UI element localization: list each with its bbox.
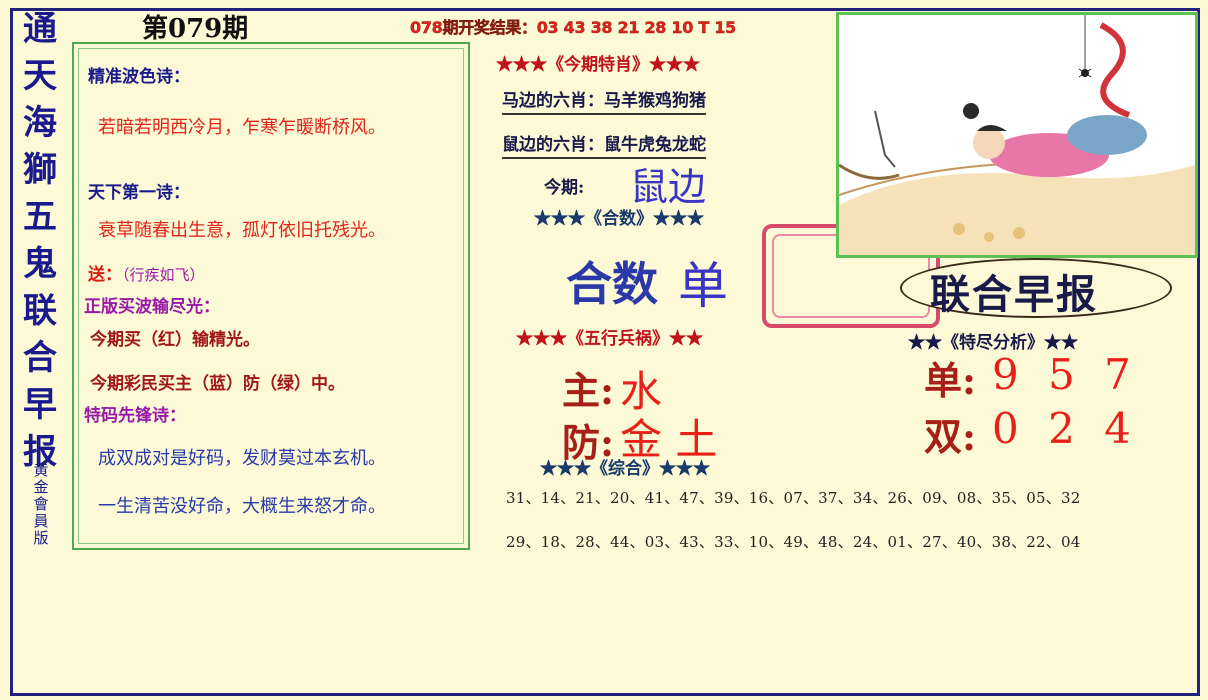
send-line: 送：（行疾如飞） — [88, 260, 205, 285]
poem3-line1: 成双成对是好码，发财莫过本玄机。 — [98, 448, 386, 469]
title-char: 鬼 — [23, 244, 57, 284]
issue-number: 第079期 — [142, 14, 249, 44]
special-header: ★★★《今期特肖》★★★ — [496, 55, 700, 75]
tail-header: ★★《特尽分析》★★ — [908, 333, 1078, 353]
left-panel-border — [72, 42, 470, 550]
previous-result: 078期开奖结果：03 43 38 21 28 10 T 15 — [410, 18, 737, 37]
woman-crawling-illustration — [839, 15, 1195, 255]
poem3-title: 特码先锋诗： — [84, 406, 186, 426]
sum-value: 单 — [678, 257, 728, 315]
sum-label: 合数 — [566, 257, 658, 311]
send-label: 送： — [88, 265, 122, 285]
illustration — [836, 12, 1198, 258]
single-value: 9 5 7 — [992, 350, 1139, 399]
title-char: 海 — [23, 103, 57, 143]
vertical-subtitle: 黄金會員版 — [33, 461, 49, 547]
poem3-line2: 一生清苦没好命，大概生来怒才命。 — [98, 496, 386, 517]
left-panel-inner-border — [78, 48, 464, 544]
single-label: 单: — [924, 358, 977, 403]
poem2-text: 衰草随春出生意，孤灯依旧托残光。 — [98, 220, 386, 241]
title-char: 报 — [23, 432, 57, 472]
this-value: 鼠边 — [630, 165, 707, 209]
bet-title: 正版买波输尽光： — [84, 297, 220, 317]
bet-line1: 今期买（红）输精光。 — [90, 330, 260, 350]
title-char: 通 — [23, 9, 57, 49]
five-header: ★★★《五行兵祸》★★ — [516, 329, 703, 349]
poem2-title: 天下第一诗： — [88, 183, 190, 203]
numbers-row1: 31、14、21、20、41、47、39、16、07、37、34、26、09、0… — [506, 489, 1081, 507]
main-value: 水 — [620, 367, 663, 416]
rat-six: 鼠边的六肖：鼠牛虎兔龙蛇 — [502, 130, 706, 159]
poem1-title: 精准波色诗： — [88, 67, 190, 87]
brand-oval — [900, 258, 1172, 318]
guard-value: 金 土 — [620, 415, 718, 464]
title-char: 五 — [23, 197, 57, 237]
brand-text: 联合早报 — [930, 271, 1098, 318]
this-label: 今期: — [544, 178, 585, 198]
title-char: 早 — [23, 385, 57, 425]
main-label: 主: — [562, 368, 615, 413]
title-char: 合 — [23, 338, 57, 378]
vertical-title: 通 天 海 獅 五 鬼 联 合 早 报 — [14, 6, 66, 476]
title-char: 联 — [23, 291, 57, 331]
poem1-text: 若暗若明西冷月，乍寒乍暖断桥风。 — [98, 117, 386, 138]
guard-label: 防: — [562, 420, 615, 465]
send-text: （行疾如飞） — [122, 266, 205, 284]
horse-six: 马边的六肖：马羊猴鸡狗猪 — [502, 86, 706, 115]
bet-line2: 今期彩民买主（蓝）防（绿）中。 — [90, 374, 345, 394]
comp-header: ★★★《综合》★★★ — [540, 459, 710, 479]
title-char: 天 — [23, 56, 57, 96]
double-label: 双: — [924, 414, 977, 459]
double-value: 0 2 4 — [992, 404, 1139, 453]
numbers-row2: 29、18、28、44、03、43、33、10、49、48、24、01、27、4… — [506, 533, 1081, 551]
title-char: 獅 — [23, 150, 57, 190]
sum-header: ★★★《合数》★★★ — [534, 209, 704, 229]
